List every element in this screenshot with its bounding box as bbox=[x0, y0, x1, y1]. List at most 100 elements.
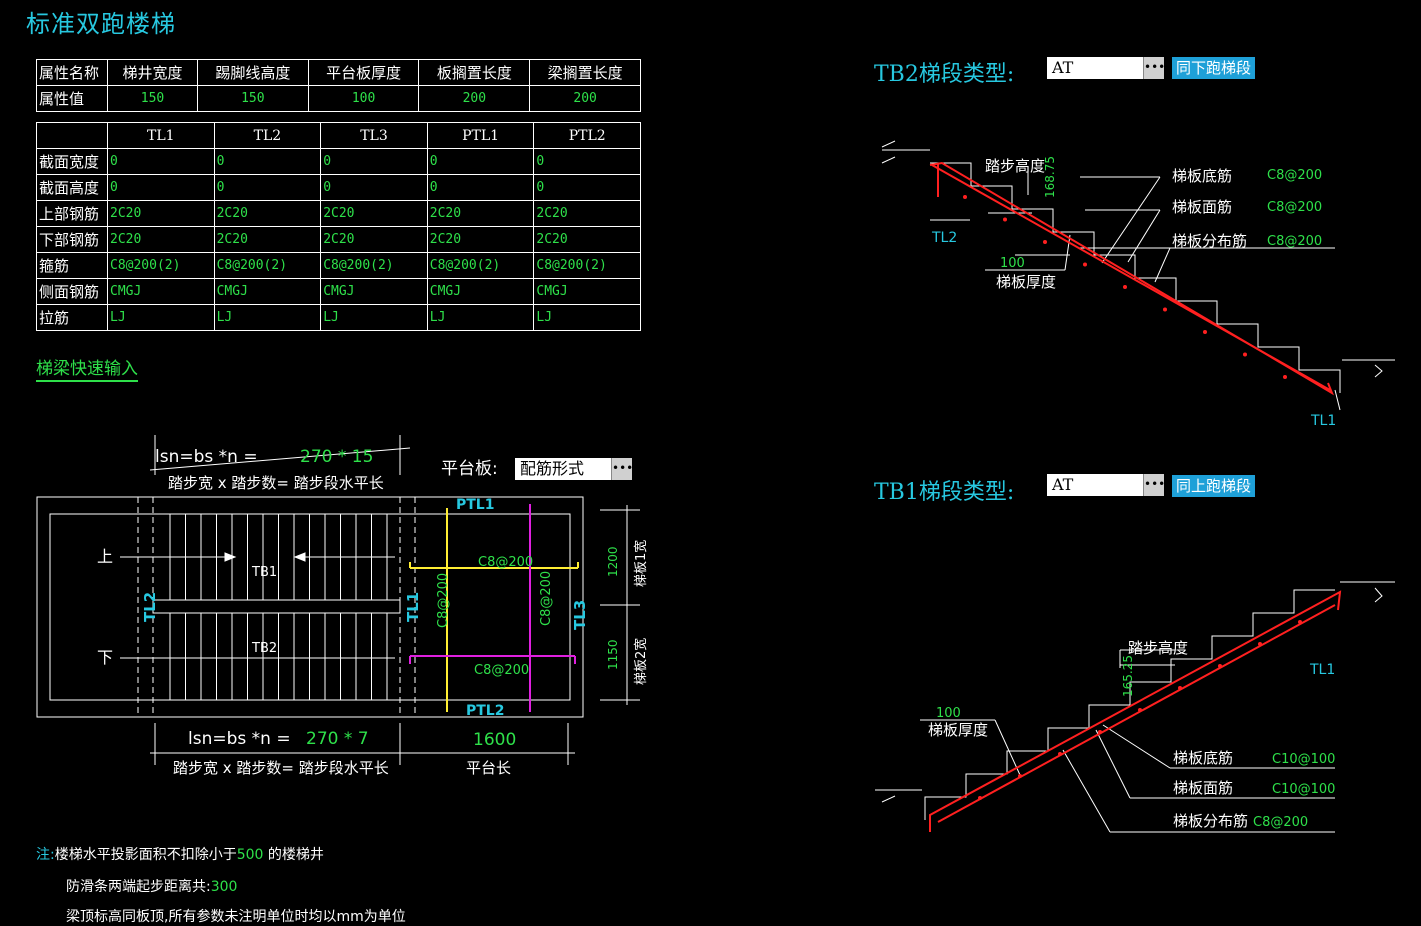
beam-value-cell[interactable]: LJ bbox=[426, 304, 535, 331]
beam-value-cell[interactable]: 0 bbox=[426, 148, 535, 175]
rebar-v1: C8@200 bbox=[436, 573, 451, 628]
property-header-row: 属性名称 梯井宽度 踢脚线高度 平台板厚度 板搁置长度 梁搁置长度 bbox=[36, 59, 641, 86]
ellipsis-icon[interactable]: ••• bbox=[611, 458, 633, 480]
beam-value-cell[interactable]: C8@200(2) bbox=[426, 252, 535, 279]
w2-label: 梯板2宽 bbox=[633, 638, 649, 685]
ellipsis-icon[interactable]: ••• bbox=[1143, 474, 1165, 496]
beam-value-cell[interactable]: 0 bbox=[320, 174, 428, 201]
beam-value-cell[interactable]: 0 bbox=[107, 174, 215, 201]
rebar-dot bbox=[1203, 330, 1207, 334]
beam-value-cell[interactable]: 2C20 bbox=[426, 226, 535, 253]
beam-value-cell[interactable]: 0 bbox=[533, 174, 641, 201]
beam-value-cell[interactable]: CMGJ bbox=[533, 278, 641, 305]
property-value-cell[interactable]: 200 bbox=[418, 85, 531, 112]
beam-value-cell[interactable]: 2C20 bbox=[320, 226, 428, 253]
rebar-hook bbox=[409, 656, 576, 664]
leader-thickness bbox=[985, 234, 1071, 271]
tb1-section-drawing: 踏步高度 165.25 100 梯板厚度 TL1 梯板底筋 C10@100 梯板… bbox=[875, 581, 1395, 833]
beam-header-cell: PTL2 bbox=[533, 122, 641, 149]
beam-value-cell[interactable]: LJ bbox=[320, 304, 428, 331]
property-value-cell[interactable]: 150 bbox=[107, 85, 198, 112]
tb2-type-dropdown[interactable]: AT ••• bbox=[1047, 57, 1165, 79]
note-value[interactable]: 300 bbox=[210, 879, 238, 895]
tl2-label: TL2 bbox=[141, 592, 159, 622]
note-prefix: 注: bbox=[36, 847, 55, 863]
tb1-type-dropdown[interactable]: AT ••• bbox=[1047, 474, 1165, 496]
beam-value-cell[interactable]: 2C20 bbox=[426, 200, 535, 227]
same-as-up-button[interactable]: 同上跑梯段 bbox=[1172, 475, 1256, 497]
beam-header-cell: TL1 bbox=[107, 122, 215, 149]
beam-value-cell[interactable]: CMGJ bbox=[107, 278, 215, 305]
beam-value-cell[interactable]: C8@200(2) bbox=[107, 252, 215, 279]
beam-value-cell[interactable]: 2C20 bbox=[107, 226, 215, 253]
property-row-label: 属性值 bbox=[36, 85, 108, 112]
tb1-type-value: AT bbox=[1052, 475, 1074, 494]
note-value[interactable]: 500 bbox=[236, 847, 264, 863]
rebar-dot bbox=[1298, 620, 1302, 624]
tb2-thickness-value: 100 bbox=[1000, 256, 1025, 271]
rebar-dot bbox=[1058, 752, 1062, 756]
note-line-1: 注:楼梯水平投影面积不扣除小于500 的楼梯井 bbox=[36, 844, 324, 864]
tb2-top-rebar bbox=[929, 161, 1335, 396]
beam-value-cell[interactable]: 0 bbox=[320, 148, 428, 175]
tb2-top-rebar-label: 梯板面筋 bbox=[1172, 198, 1232, 216]
rebar-h1: C8@200 bbox=[478, 555, 533, 570]
beam-value-cell[interactable]: CMGJ bbox=[213, 278, 322, 305]
property-value-row: 属性值 150 150 100 200 200 bbox=[36, 85, 641, 112]
beam-value-cell[interactable]: 0 bbox=[213, 174, 322, 201]
beam-value-cell[interactable]: 2C20 bbox=[107, 200, 215, 227]
beam-value-cell[interactable]: 2C20 bbox=[213, 200, 322, 227]
property-value-cell[interactable]: 150 bbox=[196, 85, 309, 112]
beam-value-cell[interactable]: CMGJ bbox=[320, 278, 428, 305]
platform-form-dropdown[interactable]: 配筋形式 ••• bbox=[515, 458, 633, 480]
rebar-dot bbox=[1283, 375, 1287, 379]
beam-value-cell[interactable]: C8@200(2) bbox=[533, 252, 641, 279]
beam-value-cell[interactable]: 2C20 bbox=[213, 226, 322, 253]
tb1-dist-rebar-label: 梯板分布筋 bbox=[1173, 812, 1248, 830]
ellipsis-icon[interactable]: ••• bbox=[1143, 57, 1165, 79]
platform-label: 平台板: bbox=[441, 459, 498, 479]
rebar-dot bbox=[963, 195, 967, 199]
beam-value-cell[interactable]: 0 bbox=[213, 148, 322, 175]
rebar-dot bbox=[1043, 240, 1047, 244]
rebar-dot bbox=[1083, 262, 1087, 267]
beam-row-label: 拉筋 bbox=[36, 304, 108, 331]
lsn-top-value: 270 * 15 bbox=[300, 447, 373, 467]
beam-value-cell[interactable]: LJ bbox=[107, 304, 215, 331]
beam-value-cell[interactable]: 0 bbox=[426, 174, 535, 201]
beam-value-cell[interactable]: CMGJ bbox=[426, 278, 535, 305]
beam-value-cell[interactable]: 0 bbox=[107, 148, 215, 175]
note-line-3: 梁顶标高同板顶,所有参数未注明单位时均以mm为单位 bbox=[66, 909, 406, 925]
beam-value-cell[interactable]: 2C20 bbox=[320, 200, 428, 227]
property-value-cell[interactable]: 200 bbox=[529, 85, 641, 112]
rebar-hook bbox=[409, 562, 579, 568]
same-as-down-button[interactable]: 同下跑梯段 bbox=[1172, 57, 1256, 79]
rebar-dot bbox=[1163, 307, 1167, 312]
beam-value-cell[interactable]: 0 bbox=[533, 148, 641, 175]
lsn-bottom-value: 270 * 7 bbox=[306, 729, 369, 749]
beam-value-cell[interactable]: LJ bbox=[533, 304, 641, 331]
property-header-cell: 平台板厚度 bbox=[307, 59, 420, 86]
tb1-tl-right: TL1 bbox=[1309, 662, 1335, 678]
rebar-dot bbox=[978, 796, 982, 800]
tb2-dist-rebar-value: C8@200 bbox=[1267, 234, 1322, 249]
tb2-tl-left: TL2 bbox=[931, 230, 957, 246]
ptl1-label: PTL1 bbox=[456, 497, 494, 513]
beam-value-cell[interactable]: LJ bbox=[213, 304, 322, 331]
tb1-thickness-label: 梯板厚度 bbox=[928, 721, 988, 739]
property-header-cell: 踢脚线高度 bbox=[196, 59, 309, 86]
beam-value-cell[interactable]: C8@200(2) bbox=[213, 252, 322, 279]
beam-header-row: TL1 TL2 TL3 PTL1 PTL2 bbox=[36, 122, 641, 149]
property-value-cell[interactable]: 100 bbox=[307, 85, 420, 112]
beam-value-cell[interactable]: C8@200(2) bbox=[320, 252, 428, 279]
beam-value-cell[interactable]: 2C20 bbox=[533, 226, 641, 253]
tb1-dist-rebar-dots bbox=[978, 620, 1302, 800]
quick-input-link[interactable]: 梯梁快速输入 bbox=[36, 354, 138, 382]
beam-value-cell[interactable]: 2C20 bbox=[533, 200, 641, 227]
property-table: 属性名称 梯井宽度 踢脚线高度 平台板厚度 板搁置长度 梁搁置长度 属性值 15… bbox=[36, 59, 641, 112]
break-mark-right bbox=[1342, 359, 1395, 378]
tb2-step-height-label: 踏步高度 bbox=[985, 157, 1045, 175]
